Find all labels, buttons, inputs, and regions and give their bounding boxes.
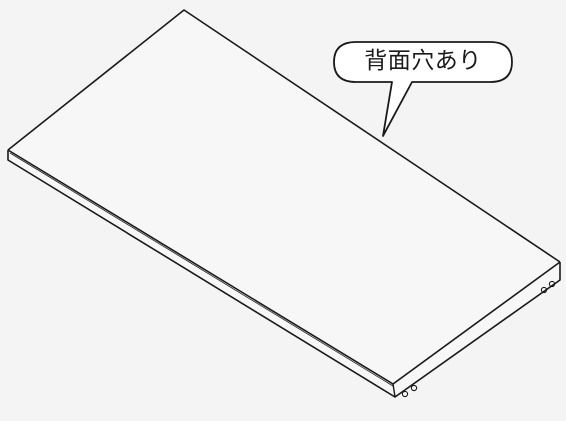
callout-label: 背面穴あり <box>364 48 482 74</box>
callout-bubble <box>333 41 513 137</box>
shelf-top-outline <box>7 9 561 263</box>
shelf-top-face <box>8 10 562 396</box>
hole-pair-icon <box>401 384 418 398</box>
shelf-corner-edge <box>392 383 396 398</box>
hole-pair-icon <box>540 280 556 294</box>
shelf-front-edge-inner <box>9 152 394 387</box>
